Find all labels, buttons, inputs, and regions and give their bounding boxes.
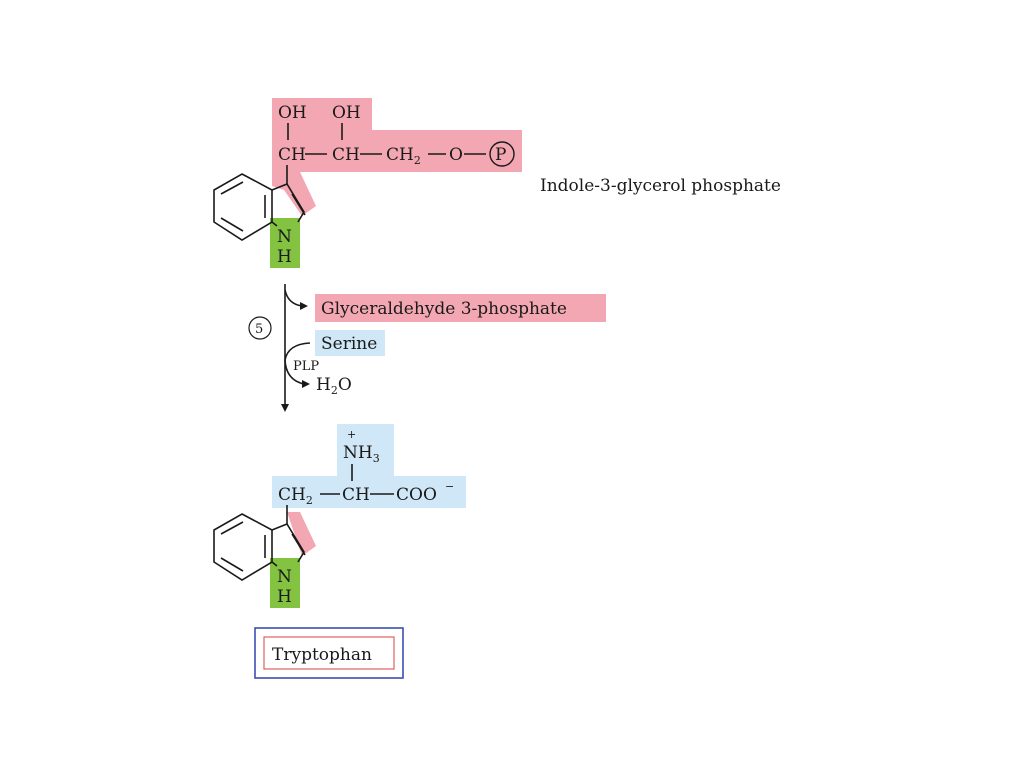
product-ch-label: CH (342, 485, 370, 505)
ch-1-label: CH (278, 145, 306, 165)
carboxylate-charge: − (445, 480, 454, 493)
product-nitrogen-label: N (277, 567, 292, 587)
product-ch2-label: CH2 (278, 485, 313, 507)
glycerol-highlight (272, 98, 522, 216)
nitrogen-label: N (277, 227, 292, 247)
product-molecule: + NH3 CH2 CH COO − N H Tryptophan (213, 424, 466, 679)
product-indole-ring-icon (213, 513, 306, 581)
serine-highlight (315, 330, 385, 356)
release-arrow (284, 289, 303, 307)
cofactor-label: PLP (293, 359, 319, 374)
ch2-label: CH2 (386, 145, 421, 167)
phosphate-circle-icon (489, 141, 515, 167)
water-label: H2O (316, 375, 352, 397)
ch-2-label: CH (332, 145, 360, 165)
released-product-label: Glyceraldehyde 3-phosphate (321, 299, 567, 319)
step-number: 5 (255, 322, 263, 337)
substrate-name: Indole-3-glycerol phosphate (540, 176, 781, 196)
ammonium-charge: + (347, 428, 356, 441)
product-nitrogen-hydrogen-label: H (277, 587, 292, 607)
oxygen-label: O (449, 145, 463, 165)
serine-label: Serine (321, 334, 377, 354)
carboxylate-label: COO (396, 485, 437, 505)
step-number-circle-icon (248, 316, 272, 340)
nitrogen-hydrogen-label: H (277, 247, 292, 267)
hydroxyl-2-label: OH (332, 103, 361, 123)
reaction-step: 5 Glyceraldehyde 3-phosphate Serine PLP … (248, 284, 606, 412)
product-nitrogen-highlight (270, 558, 300, 608)
phosphate-label: P (495, 145, 506, 165)
hydroxyl-1-label: OH (278, 103, 307, 123)
glyceraldehyde-highlight (315, 294, 606, 322)
ammonium-label: NH3 (343, 443, 380, 465)
water-arrowhead-icon (302, 380, 310, 388)
release-arrowhead-icon (300, 302, 308, 310)
product-name-inner-box (263, 636, 395, 670)
indole-ring-icon (213, 173, 306, 241)
reaction-arrowhead-icon (281, 404, 289, 412)
serine-part-highlight (272, 424, 466, 508)
indole-edge-highlight (287, 512, 316, 556)
substrate-molecule: OH OH CH CH CH2 O P N H Indole-3-glyc (213, 98, 781, 268)
nitrogen-highlight (270, 218, 300, 268)
serine-water-arrow (284, 342, 311, 385)
product-name: Tryptophan (272, 645, 372, 665)
